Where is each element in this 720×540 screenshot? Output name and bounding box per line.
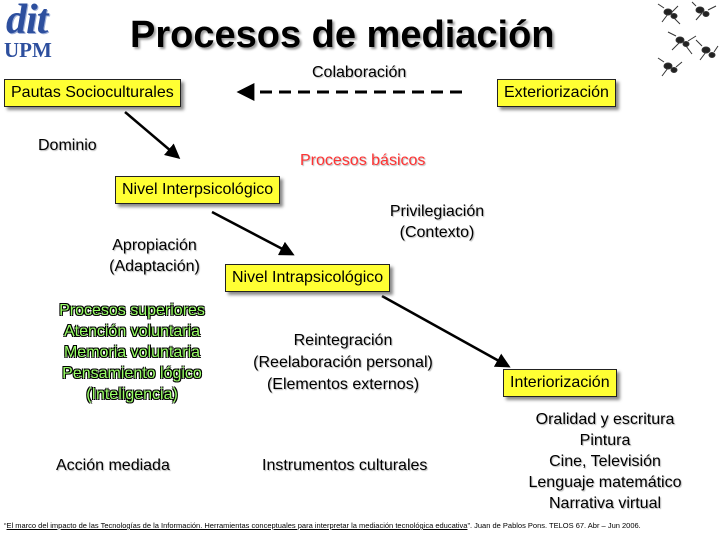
nivel-interpsicologico-box: Nivel Interpsicológico	[115, 176, 281, 204]
interiorizacion-box: Interiorización	[503, 369, 617, 397]
dominio-arrow	[124, 111, 181, 159]
adaptacion-line: (Adaptación)	[109, 258, 200, 275]
atencion-voluntaria-line: Atención voluntaria	[63, 323, 201, 340]
interiorizacion-arrow	[381, 294, 511, 368]
procesos-superiores-line: Procesos superiores	[59, 302, 205, 319]
upm-logo: UPM	[4, 38, 52, 62]
dit-logo: dit	[6, 0, 48, 43]
citation-footer: “El marco del impacto de las Tecnologías…	[4, 521, 641, 530]
inter-to-intra-arrow	[211, 210, 295, 256]
reintegracion-label: Reintegración (Reelaboración personal) (…	[228, 330, 458, 396]
reintegracion-line: Reintegración	[293, 332, 393, 349]
ants-icon	[657, 1, 719, 77]
contexto-line: (Contexto)	[399, 224, 475, 241]
apropiacion-line: Apropiación	[112, 237, 197, 254]
pintura-line: Pintura	[579, 432, 631, 449]
pautas-socioculturales-box: Pautas Socioculturales	[4, 79, 181, 107]
lenguaje-line: Lenguaje matemático	[528, 474, 682, 491]
apropiacion-label: Apropiación (Adaptación)	[92, 235, 217, 277]
citation-link[interactable]: El marco del impacto de las Tecnologías …	[6, 521, 468, 530]
inteligencia-line: (Inteligencia)	[86, 386, 178, 403]
page-title: Procesos de mediación	[130, 14, 555, 56]
colaboracion-label: Colaboración	[312, 64, 407, 81]
accion-mediada-label: Acción mediada	[56, 457, 170, 474]
narrativa-line: Narrativa virtual	[548, 495, 662, 512]
exteriorizacion-box: Exteriorización	[497, 79, 616, 107]
nivel-intrapsicologico-box: Nivel Intrapsicológico	[225, 264, 391, 292]
procesos-basicos-label: Procesos básicos	[300, 152, 426, 169]
elementos-externos-line: (Elementos externos)	[266, 376, 420, 393]
procesos-superiores-list: Procesos superiores Atención voluntaria …	[42, 300, 222, 405]
oralidad-line: Oralidad y escritura	[535, 411, 675, 428]
reelaboracion-line: (Reelaboración personal)	[253, 354, 433, 371]
citation-prefix: “	[4, 521, 7, 530]
pensamiento-logico-line: Pensamiento lógico	[62, 365, 202, 382]
citation-suffix: ”. Juan de Pablos Pons. TELOS 67. Abr – …	[467, 521, 641, 530]
instrumentos-culturales-label: Instrumentos culturales	[262, 457, 428, 474]
privilegiacion-label: Privilegiación (Contexto)	[372, 201, 502, 243]
privilegiacion-line: Privilegiación	[389, 203, 485, 220]
medios-list: Oralidad y escritura Pintura Cine, Telev…	[505, 409, 705, 514]
cine-line: Cine, Televisión	[549, 453, 661, 470]
memoria-voluntaria-line: Memoria voluntaria	[63, 344, 201, 361]
dominio-label: Dominio	[38, 137, 97, 154]
